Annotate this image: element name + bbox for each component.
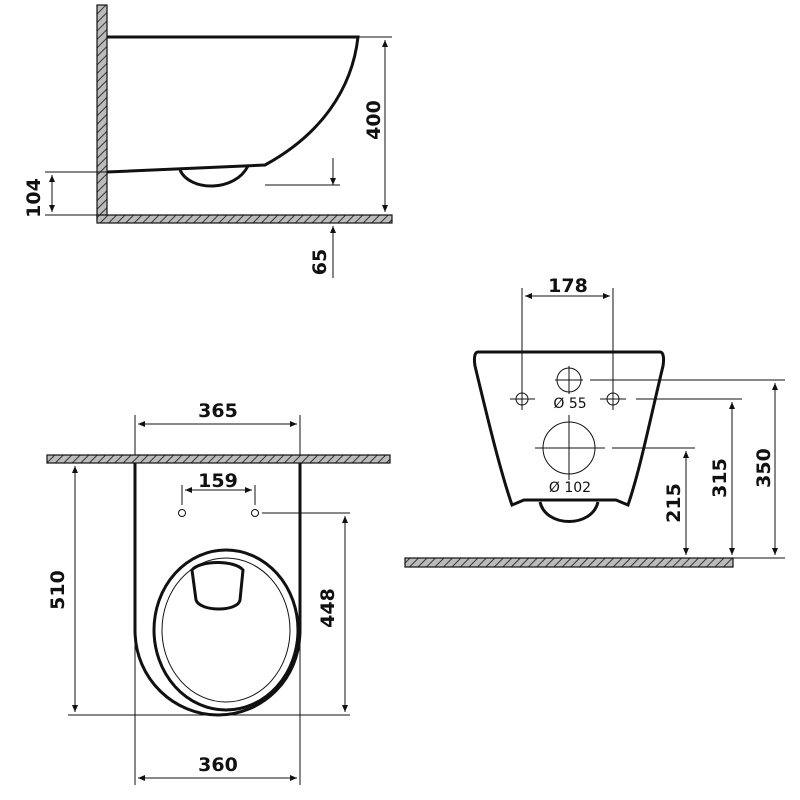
- bowl-outline: [472, 350, 666, 508]
- wall: [46, 454, 391, 464]
- rim-outlet: [190, 561, 245, 611]
- dim-d55: Ø 55: [553, 396, 586, 412]
- dim-350: 350: [753, 448, 775, 488]
- dim-360: 360: [198, 754, 238, 776]
- bowl-outline: [133, 463, 302, 717]
- dim-d102: Ø 102: [549, 480, 591, 496]
- dim-65: 65: [309, 249, 331, 275]
- wall: [96, 4, 108, 221]
- side-view: 400 104 65: [23, 4, 393, 278]
- seat-outer: [152, 548, 300, 712]
- outlet-profile: [538, 501, 600, 523]
- top-view: 365 159 510 448 360: [46, 400, 391, 785]
- dim-315: 315: [709, 458, 731, 498]
- dim-159: 159: [198, 470, 238, 492]
- rear-view: 178 Ø 55 Ø 102 215 315 350: [404, 275, 785, 568]
- dim-178: 178: [548, 275, 588, 297]
- bowl-profile: [106, 35, 360, 174]
- floor: [404, 557, 734, 568]
- dim-365: 365: [198, 400, 238, 422]
- fixing-hole: [178, 509, 186, 517]
- fixing-hole: [251, 509, 259, 517]
- seat-inner: [161, 557, 291, 703]
- dim-400: 400: [363, 100, 385, 140]
- dim-215: 215: [663, 483, 685, 523]
- outlet-profile: [178, 165, 250, 188]
- dim-448: 448: [317, 588, 339, 628]
- floor: [96, 214, 393, 224]
- dim-104: 104: [23, 178, 45, 218]
- dim-510: 510: [47, 570, 69, 610]
